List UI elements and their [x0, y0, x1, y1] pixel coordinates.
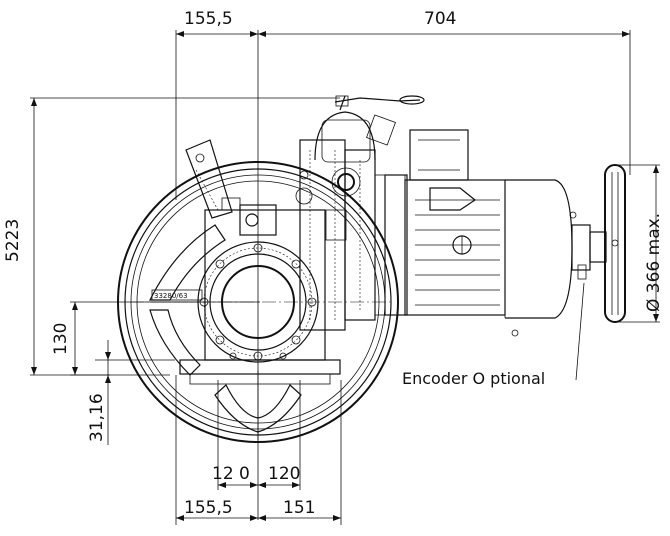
dim-handwheel-diameter: Ø 366 max.: [644, 213, 664, 312]
gear-housing: 33280/63: [151, 204, 341, 385]
dim-height: 5223: [3, 219, 23, 262]
dim-bottom-left-inner: 12 0: [212, 464, 250, 484]
dim-top-left: 155,5: [184, 9, 233, 29]
dim-130: 130: [51, 323, 71, 355]
dim-bottom-left-outer: 155,5: [184, 498, 233, 518]
encoder-housing: [571, 224, 607, 280]
nameplate-label: 33280/63: [154, 292, 188, 300]
traction-sheave: [117, 161, 399, 443]
motor: [404, 129, 577, 337]
brake-assembly: [295, 95, 425, 331]
brake-lever-left: [185, 139, 241, 219]
dim-bottom-right-inner: 120: [268, 464, 300, 484]
dimension-lines: [30, 30, 660, 525]
handwheel: [604, 164, 626, 323]
encoder-label: Encoder O ptional: [402, 369, 545, 388]
dim-bottom-right-outer: 151: [283, 498, 315, 518]
dim-top-right: 704: [424, 9, 456, 29]
dim-31-16: 31,16: [87, 393, 107, 442]
